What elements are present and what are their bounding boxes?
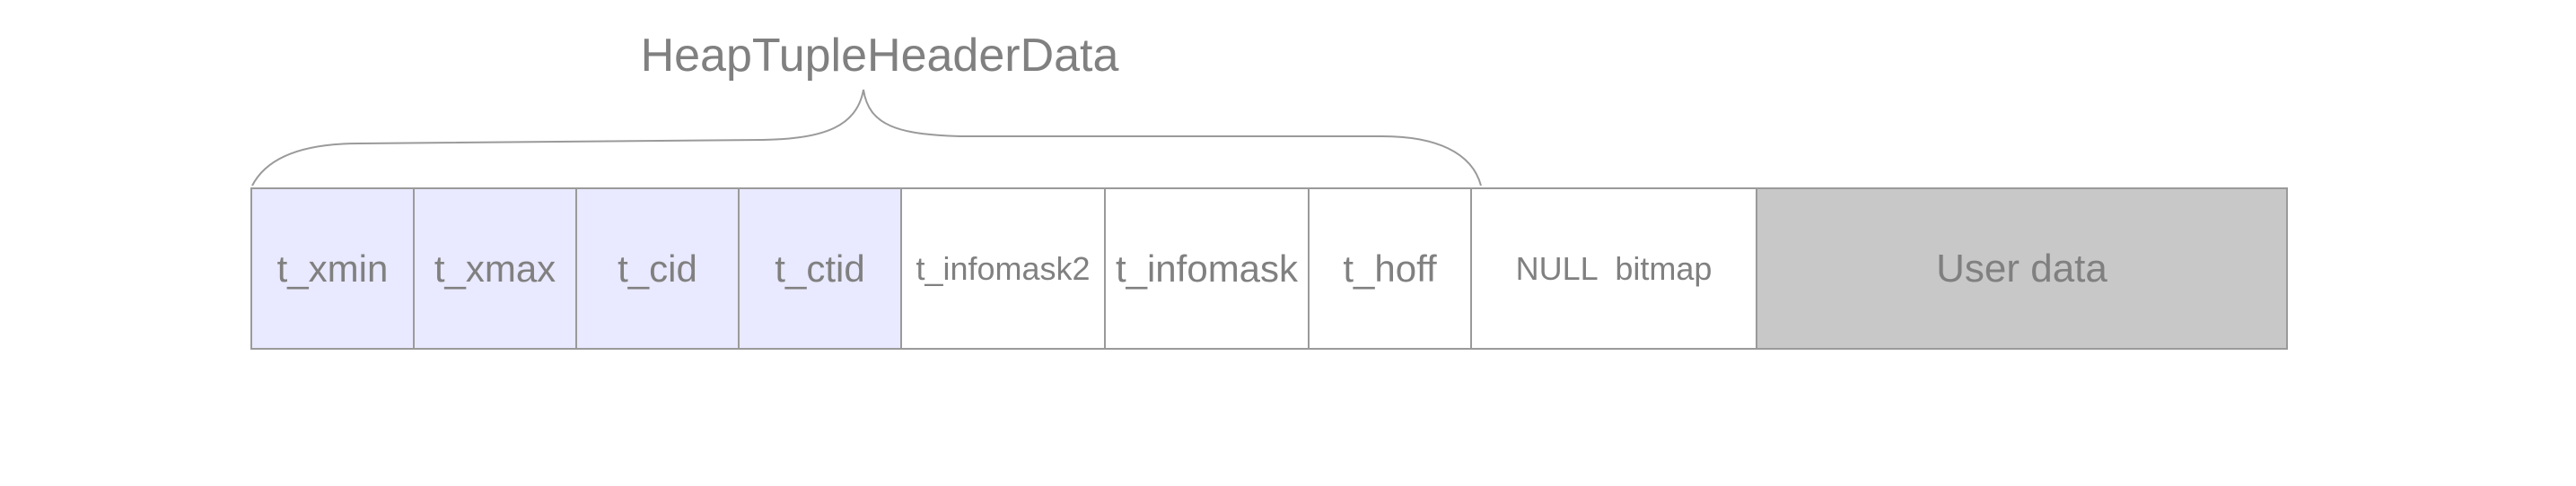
field-t-cid: t_cid xyxy=(575,187,740,350)
diagram-title: HeapTupleHeaderData xyxy=(640,30,1119,82)
field-label: NULL bitmap xyxy=(1515,249,1713,287)
field-t-hoff: t_hoff xyxy=(1308,187,1472,350)
field-t-infomask: t_infomask xyxy=(1104,187,1310,350)
field-label: t_cid xyxy=(618,247,697,290)
field-label: User data xyxy=(1936,246,2107,291)
field-null-bitmap: NULL bitmap xyxy=(1470,187,1757,350)
field-user-data: User data xyxy=(1756,187,2288,350)
field-label: t_ctid xyxy=(775,247,865,290)
field-t-xmin: t_xmin xyxy=(250,187,415,350)
tuple-field-row: t_xmin t_xmax t_cid t_ctid t_infomask2 t_info… xyxy=(250,187,2288,350)
field-label: t_xmin xyxy=(276,247,389,290)
field-t-ctid: t_ctid xyxy=(738,187,902,350)
field-t-infomask2: t_infomask2 xyxy=(900,187,1106,350)
field-label: t_hoff xyxy=(1343,247,1437,290)
field-t-xmax: t_xmax xyxy=(413,187,577,350)
field-label: t_infomask xyxy=(1115,247,1299,290)
field-label: t_xmax xyxy=(434,247,556,290)
field-label: t_infomask2 xyxy=(916,249,1091,287)
